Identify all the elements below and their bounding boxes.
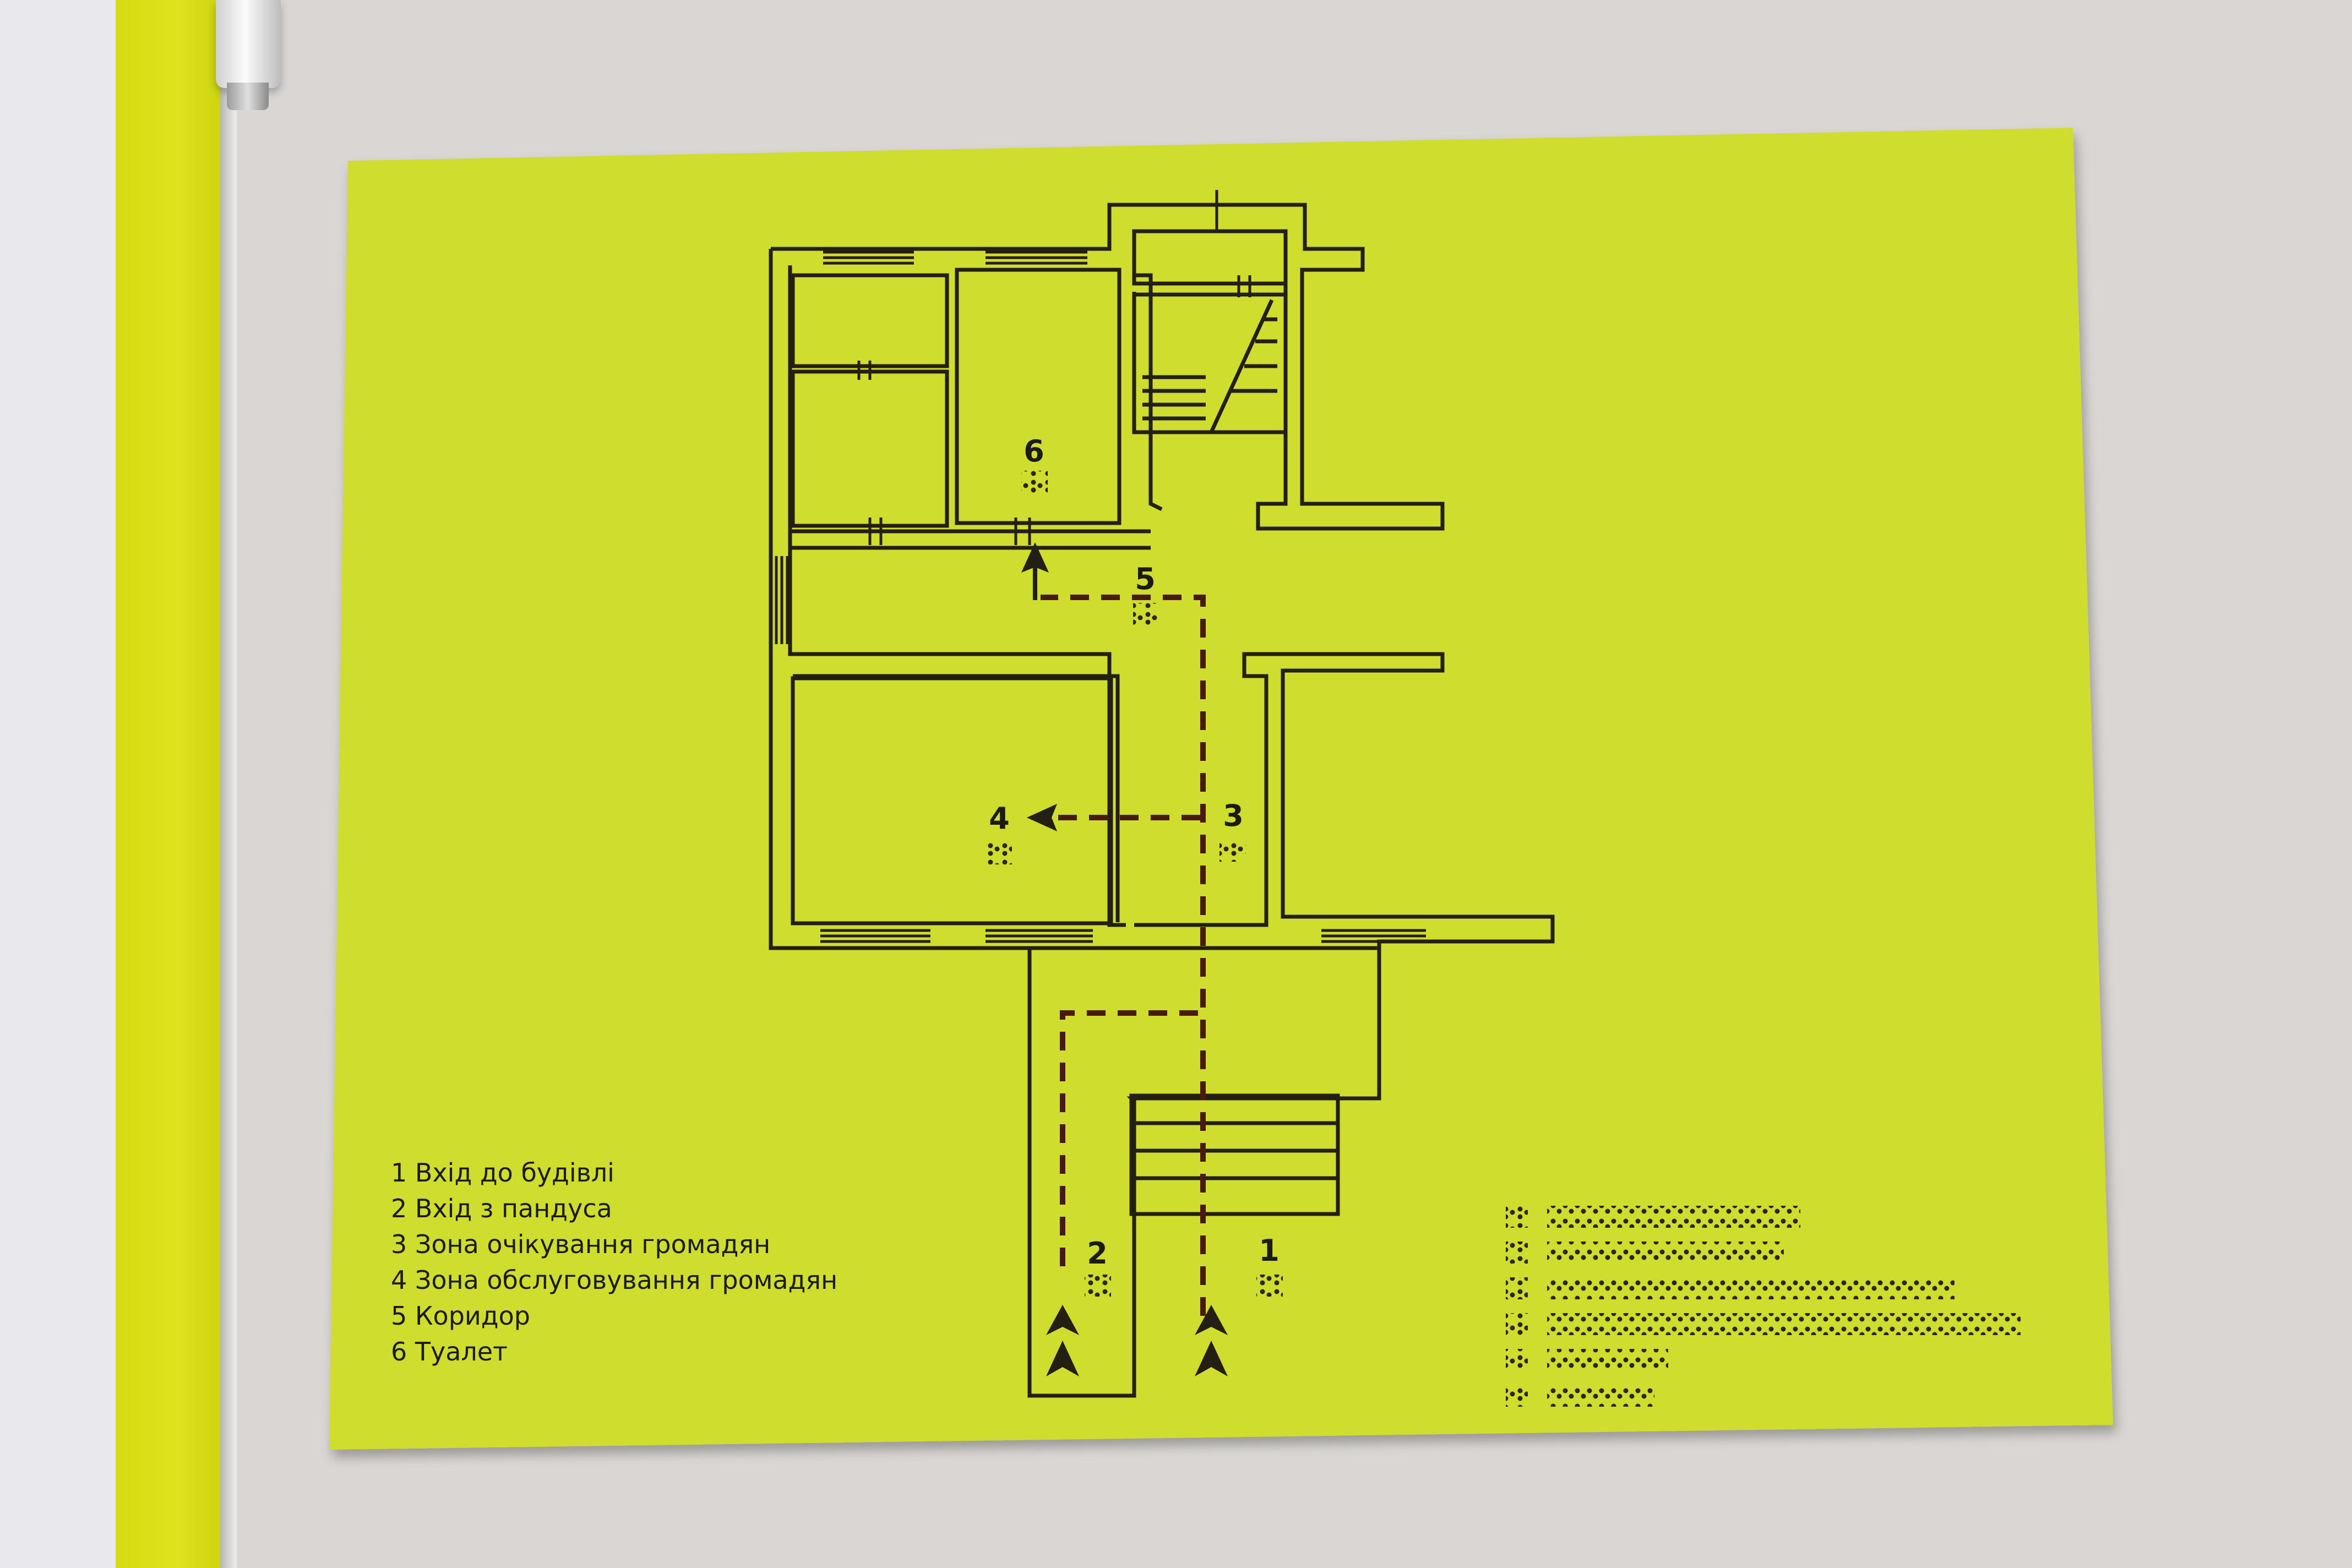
- braille-legend: [1506, 1206, 2021, 1407]
- floor-plan: [769, 190, 1555, 1398]
- room-label-6: 6: [1023, 434, 1044, 469]
- room-label-3: 3: [1223, 798, 1244, 833]
- room-label-5: 5: [1135, 562, 1156, 596]
- braille-room-labels: [986, 471, 1283, 1297]
- room-label-1: 1: [1259, 1233, 1280, 1268]
- door-hinge: [216, 0, 281, 88]
- legend-item-4: 4 Зона обслуговування громадян: [391, 1265, 838, 1295]
- wall-left: [0, 0, 116, 1568]
- legend-item-3: 3 Зона очікування громадян: [391, 1229, 771, 1259]
- route-arrows: [1021, 542, 1228, 1376]
- arrow-left-icon: [1027, 804, 1057, 831]
- sign-plate: [329, 128, 2113, 1450]
- double-arrow-up-icon: [1046, 1305, 1079, 1335]
- legend-item-6: 6 Туалет: [391, 1337, 508, 1366]
- room-label-2: 2: [1087, 1236, 1108, 1271]
- arrow-up-icon: [1021, 542, 1049, 573]
- door-frame-trim: [116, 0, 220, 1568]
- door-hinge-pin: [227, 83, 269, 110]
- double-arrow-up-icon: [1195, 1305, 1228, 1335]
- door-frame-edge: [220, 0, 237, 1568]
- legend-item-2: 2 Вхід з пандуса: [391, 1194, 612, 1223]
- route-paths: [1041, 595, 1206, 1316]
- legend-item-1: 1 Вхід до будівлі: [391, 1158, 614, 1188]
- legend-item-5: 5 Коридор: [391, 1301, 530, 1331]
- legend-list: 1 Вхід до будівлі 2 Вхід з пандуса 3 Зон…: [391, 1155, 837, 1370]
- room-label-4: 4: [989, 801, 1010, 836]
